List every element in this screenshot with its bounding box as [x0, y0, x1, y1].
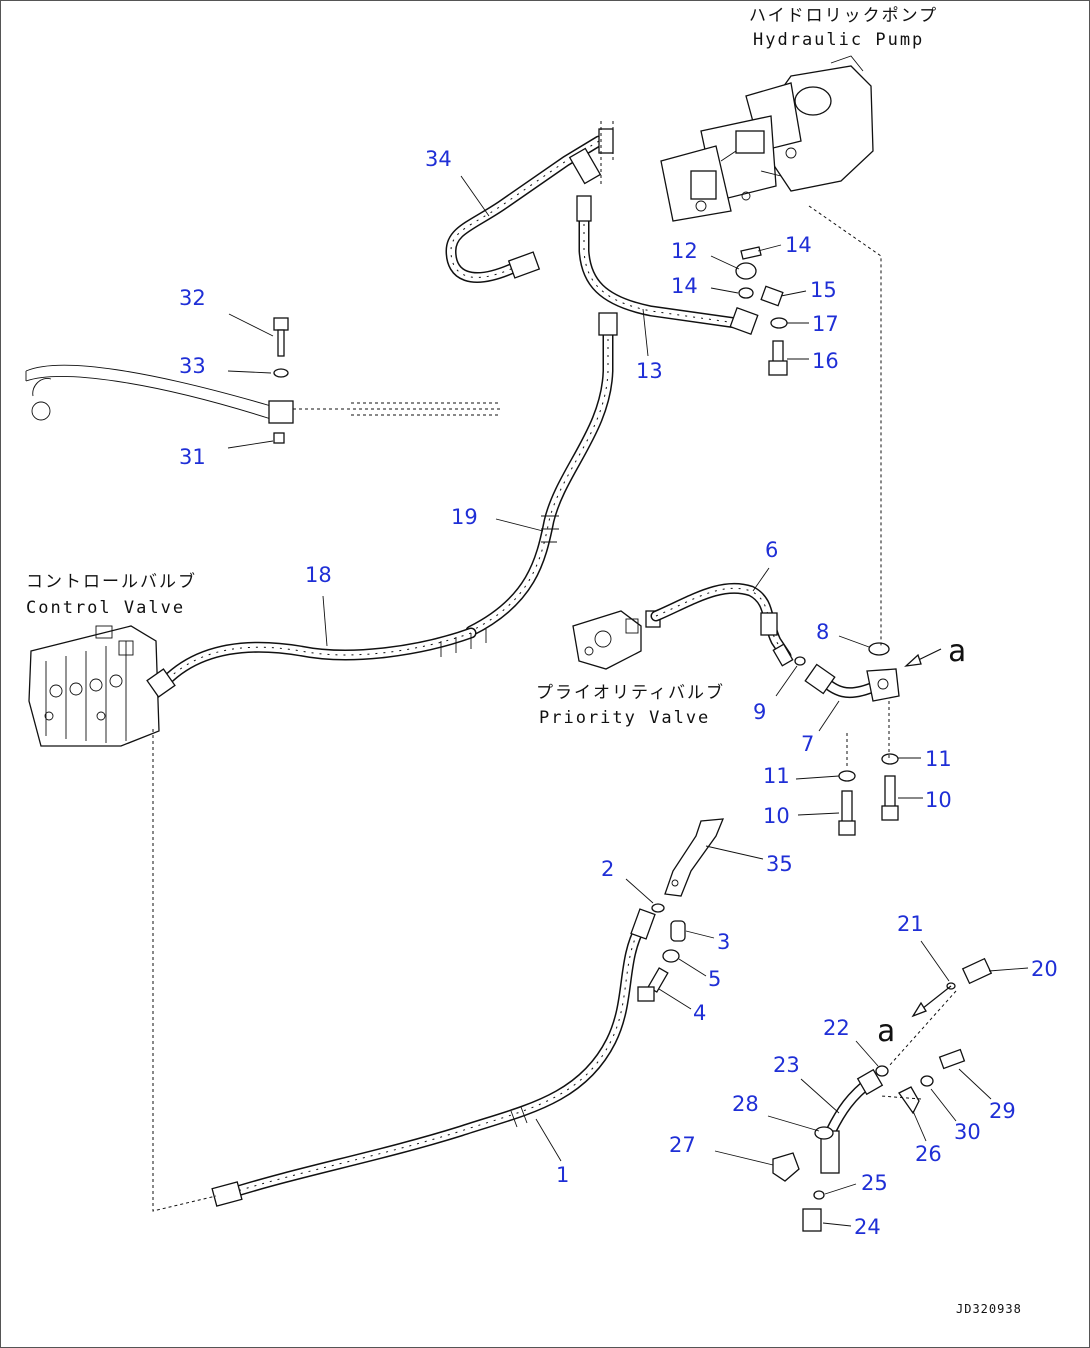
callout-27: 27: [669, 1133, 696, 1157]
callout-15: 15: [810, 278, 837, 302]
callout-22: 22: [823, 1016, 850, 1040]
callout-10-left: 10: [763, 804, 790, 828]
callout-11-left: 11: [763, 764, 790, 788]
callout-28: 28: [732, 1092, 759, 1116]
hose-18: [146, 627, 487, 698]
drawing-code: JD320938: [956, 1302, 1022, 1316]
callout-6: 6: [765, 538, 778, 562]
callout-24: 24: [854, 1215, 881, 1239]
callout-1: 1: [556, 1163, 569, 1187]
hose-6: [650, 582, 794, 667]
callout-30: 30: [954, 1120, 981, 1144]
callout-12: 12: [671, 239, 698, 263]
priority-valve-caption-jp: プライオリティバルブ: [536, 682, 725, 703]
callout-31: 31: [179, 445, 206, 469]
small-parts: [25, 246, 993, 1232]
control-valve-caption-jp: コントロールバルブ: [26, 571, 197, 592]
hydraulic-pump-caption-en: Hydraulic Pump: [753, 30, 924, 50]
hose-34: [445, 128, 614, 283]
hose-23: [820, 1068, 884, 1174]
hose-13: [576, 195, 759, 335]
callout-21: 21: [897, 912, 924, 936]
callout-35: 35: [766, 852, 793, 876]
callout-5: 5: [708, 967, 721, 991]
callout-19: 19: [451, 505, 478, 529]
callout-20: 20: [1031, 957, 1058, 981]
priority-valve-caption-en: Priority Valve: [539, 708, 710, 728]
callout-9: 9: [753, 700, 766, 724]
callout-3: 3: [717, 930, 730, 954]
callout-26: 26: [915, 1142, 942, 1166]
reference-mark-a-lower: a: [877, 1014, 895, 1049]
callout-10-right: 10: [925, 788, 952, 812]
control-valve-drawing: [28, 625, 160, 747]
callout-23: 23: [773, 1053, 800, 1077]
callout-4: 4: [693, 1001, 706, 1025]
callout-11-right: 11: [925, 747, 952, 771]
callout-25: 25: [861, 1171, 888, 1195]
callout-14-upper: 14: [785, 233, 812, 257]
callout-34: 34: [425, 147, 452, 171]
reference-mark-a-upper: a: [948, 634, 966, 669]
callout-14-lower: 14: [671, 274, 698, 298]
callout-13: 13: [636, 359, 663, 383]
callout-32: 32: [179, 286, 206, 310]
hydraulic-pump-caption-jp: ハイドロリックポンプ: [749, 6, 938, 26]
control-valve-caption-en: Control Valve: [26, 598, 185, 618]
hose-1: [211, 908, 656, 1207]
callout-33: 33: [179, 354, 206, 378]
callout-17: 17: [812, 312, 839, 336]
callout-29: 29: [989, 1099, 1016, 1123]
callout-18: 18: [305, 563, 332, 587]
callout-16: 16: [812, 349, 839, 373]
hydraulic-pump-drawing: [660, 55, 874, 222]
hose-19: [465, 312, 618, 637]
reference-lines: [152, 121, 957, 1212]
callout-2: 2: [601, 857, 614, 881]
leader-lines: [227, 175, 1029, 1227]
priority-valve-drawing: [572, 610, 661, 670]
callout-8: 8: [816, 620, 829, 644]
hose-7: [804, 663, 900, 702]
callout-7: 7: [801, 732, 814, 756]
